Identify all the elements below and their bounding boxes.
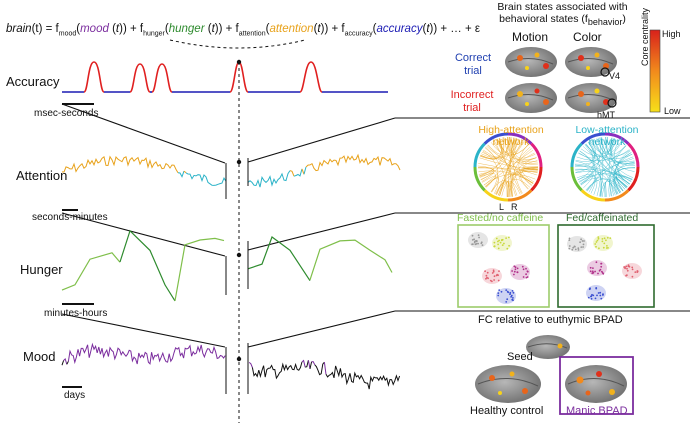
colorbar-title: Core centrality [640, 7, 650, 66]
eq-hunger-term: hunger [168, 23, 205, 35]
brain-motion-incorrect [505, 83, 557, 113]
mood-trace [61, 342, 401, 390]
header-sub: behavior [587, 17, 623, 28]
eq-f-attention-sub: attention [238, 30, 266, 38]
eq-mood-term: mood [80, 23, 109, 35]
hunger-states-panel [457, 224, 655, 308]
fed-label: Fed/caffeinated [566, 212, 639, 224]
header-line1: Brain states associated with [497, 1, 628, 13]
scale-label-accuracy: msec-seconds [34, 108, 99, 119]
eq-f-accuracy-sub: accuracy [344, 30, 373, 38]
eq-accuracy-term: accuracy [376, 23, 423, 35]
accuracy-peak [83, 61, 105, 93]
accuracy-peak [129, 63, 151, 93]
healthy-control-brain-icon [475, 365, 541, 403]
brain-states-header: Brain states associated with behavioral … [470, 1, 655, 28]
fasted-box [457, 224, 550, 308]
colorbar-high: High [662, 29, 681, 39]
brain-motion-correct [505, 47, 557, 77]
manic-brain-icon [565, 365, 627, 403]
header-line2: behavioral states (fbehavior) [470, 13, 655, 28]
row-title-attention: Attention [16, 168, 68, 183]
low-attention-network-icon [570, 132, 640, 202]
eq-f-hunger-sub: hunger [143, 30, 165, 38]
row-title-accuracy: Accuracy [6, 74, 60, 89]
v4-label: V4 [609, 71, 621, 81]
correct-trial-label: Correct trial [454, 52, 492, 77]
low-attention-label: Low-attention network [575, 124, 639, 148]
seed-label: Seed [507, 351, 533, 363]
header-close: ) [622, 13, 626, 25]
accuracy-peak [299, 61, 323, 93]
accuracy-trace [62, 59, 388, 93]
brain-color-incorrect [565, 83, 617, 113]
incorrect-trial-label: Incorrect trial [450, 89, 494, 114]
scale-label-hunger: minutes-hours [44, 308, 108, 319]
mood-marker [236, 356, 242, 362]
manic-label: Manic BPAD [566, 405, 628, 417]
colorbar-low: Low [664, 106, 681, 116]
seed-brain-icon [526, 335, 570, 359]
jump-lines [225, 158, 249, 394]
accuracy-peak [151, 63, 173, 93]
col-motion: Motion [512, 30, 549, 44]
brain-states-panel [505, 29, 661, 113]
l-label: L [499, 202, 505, 212]
r-label: R [511, 202, 518, 212]
healthy-control-label: Healthy control [470, 405, 544, 417]
attention-networks-panel [473, 132, 640, 202]
colorbar [649, 29, 661, 113]
equation: brain(t) = fmood(mood (t)) + fhunger(hun… [6, 23, 481, 38]
header-line2-text: behavioral states (f [499, 13, 588, 25]
row-title-mood: Mood [23, 349, 56, 364]
fasted-label: Fasted/no caffeine [457, 212, 544, 224]
high-attention-network-icon [473, 132, 543, 202]
high-attention-label: High-attention network [478, 124, 544, 148]
fc-title: FC relative to euthymic BPAD [478, 314, 623, 326]
attention-trace [61, 153, 401, 188]
eq-f-mood-sub: mood [58, 30, 77, 38]
mood-fc-panel [475, 335, 634, 415]
hmt-label: hMT [597, 110, 615, 120]
hunger-trace [61, 229, 393, 302]
eq-lhs-arg: (t) = f [31, 23, 59, 35]
col-color: Color [573, 30, 602, 44]
attention-marker [236, 159, 242, 165]
hmt-roi-icon [607, 98, 617, 108]
connector-lines [61, 103, 690, 348]
manic-box [559, 356, 634, 415]
eq-attention-term: attention [269, 23, 314, 35]
scale-label-mood: days [64, 390, 86, 401]
hunger-marker [236, 252, 242, 258]
scale-bars [62, 103, 94, 388]
equation-bracket [169, 39, 306, 49]
scale-label-attention: seconds-minutes [32, 212, 108, 223]
eq-tail: + … + ε [440, 23, 481, 35]
eq-lhs: brain [6, 23, 32, 35]
accuracy-marker [236, 59, 242, 65]
fed-box [557, 224, 655, 308]
row-title-hunger: Hunger [20, 262, 63, 277]
v4-roi-icon [600, 67, 610, 77]
